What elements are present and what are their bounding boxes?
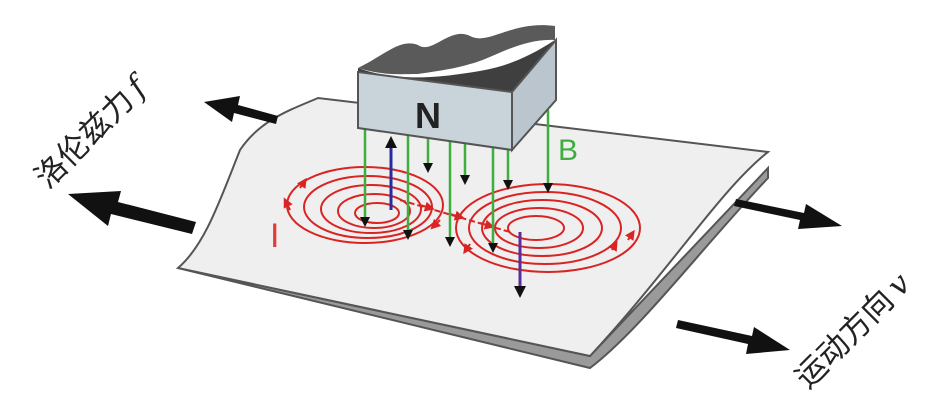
motion-direction-arrows	[676, 199, 842, 354]
force-label: 洛伦兹力f	[28, 66, 157, 195]
svg-text:运动方向v: 运动方向v	[788, 266, 918, 396]
eddy-current-center-line	[399, 199, 511, 233]
motion-label-main: 运动方向	[788, 283, 901, 396]
force-arrow-upper	[204, 96, 278, 124]
svg-text:洛伦兹力f: 洛伦兹力f	[28, 66, 157, 195]
field-label: B	[558, 134, 578, 167]
motion-arrow-upper	[734, 199, 842, 229]
force-label-main: 洛伦兹力	[28, 83, 141, 196]
motion-label: 运动方向v	[788, 266, 918, 396]
conducting-sheet	[175, 96, 771, 370]
motion-arrow-lower	[676, 320, 790, 354]
force-arrow-lower	[68, 191, 196, 234]
magnet-pole-label: N	[415, 95, 441, 136]
lorentz-force-arrows	[68, 96, 278, 234]
magnet-block: N	[357, 25, 557, 153]
current-label: I	[270, 217, 279, 255]
induced-field-arrows	[385, 136, 526, 298]
magnetic-field-lines	[360, 110, 553, 253]
